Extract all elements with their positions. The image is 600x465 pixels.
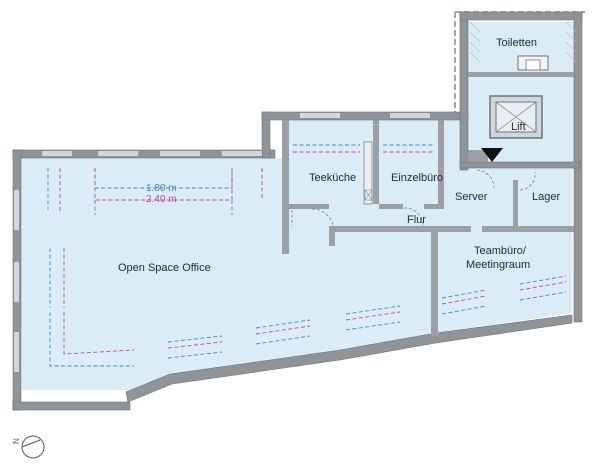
toilet-fixture <box>517 55 549 71</box>
room-lift: Lift <box>511 121 526 133</box>
room-einzelbuero: Einzelbüro <box>391 172 443 184</box>
room-teambuero-line1: Teambüro/ <box>474 245 527 257</box>
desk-markings-open-space <box>47 144 567 367</box>
dimension-blue-label: 1.80 m <box>146 183 177 194</box>
door-swings <box>291 169 536 231</box>
room-teekueche: Teeküche <box>309 172 356 184</box>
entrance-marker-icon <box>481 148 503 162</box>
kitchen-counter <box>363 141 373 205</box>
dimension-pink-label: 2.40 m <box>146 194 177 205</box>
room-flur: Flur <box>407 214 426 226</box>
interior-walls <box>282 72 574 336</box>
room-teambuero-line2: Meetingraum <box>466 259 530 271</box>
hatch <box>469 21 577 63</box>
lift-shaft <box>489 95 543 139</box>
room-server: Server <box>455 191 488 203</box>
compass-north-label: N <box>12 438 21 444</box>
compass-icon: N <box>12 435 45 459</box>
windows <box>14 113 430 372</box>
room-lager: Lager <box>532 191 560 203</box>
room-open-space-office: Open Space Office <box>118 262 211 274</box>
room-toiletten: Toiletten <box>496 37 537 49</box>
